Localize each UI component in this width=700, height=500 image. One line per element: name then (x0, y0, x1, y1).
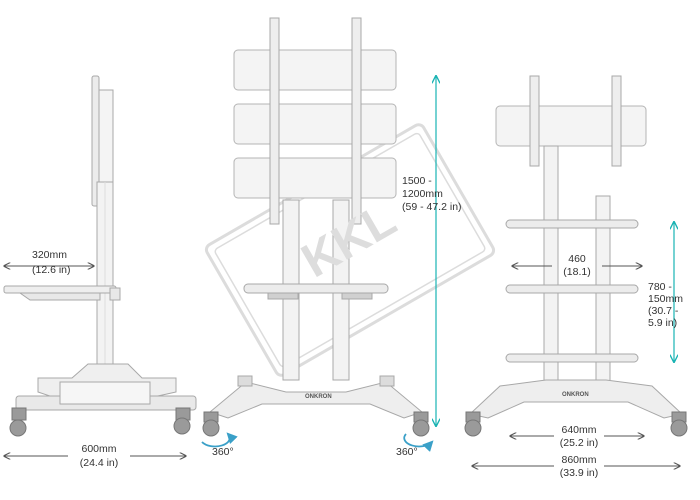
shelf-depth-label-1: 320mm (32, 249, 68, 261)
shelf-depth-label-2: (12.6 in) (32, 264, 71, 276)
inner-base-label-2: (25.2 in) (559, 437, 599, 449)
shelf-width-label-2: (18.1) (563, 266, 591, 278)
shelf-spacing-label-2: 150mm (648, 293, 684, 305)
base-width-label-1: 600mm (81, 443, 117, 455)
front-view-brand: ONKRON (305, 394, 332, 400)
shelf-view-wheels (464, 411, 688, 437)
inner-base-label-1: 640mm (561, 424, 597, 436)
shelf-width-label-1: 460 (568, 253, 586, 265)
outer-base-label-1: 860mm (561, 454, 597, 466)
shelf-spacing-label-1: 780 - (648, 281, 672, 293)
front-view-mount-arms (269, 17, 362, 225)
rotation-left-label: 360° (212, 446, 234, 458)
shelf-view-tv (495, 105, 647, 147)
side-view-stand (3, 75, 197, 411)
height-label-1: 1500 - (402, 175, 432, 187)
shelf-view-mount-arms (529, 75, 622, 167)
height-label-3: (59 - 47.2 in) (402, 201, 462, 213)
shelf-view-shelves (505, 219, 639, 363)
shelf-view-base (468, 379, 684, 419)
rotate-right-icon (403, 433, 434, 452)
shelf-view-brand: ONKRON (562, 392, 589, 398)
front-view-wheels (202, 411, 430, 437)
outer-base-label-2: (33.9 in) (559, 467, 599, 479)
base-width-label-2: (24.4 in) (79, 457, 119, 469)
front-view-tv-positions (233, 49, 397, 199)
shelf-spacing-label-4: 5.9 in) (648, 317, 678, 329)
rotation-right-label: 360° (396, 446, 418, 458)
rotate-left-icon (201, 432, 238, 448)
side-view-wheels (9, 407, 191, 437)
height-label-2: 1200mm (402, 188, 443, 200)
front-view-shelf (243, 283, 389, 300)
shelf-spacing-label-3: (30.7 - (648, 305, 679, 317)
